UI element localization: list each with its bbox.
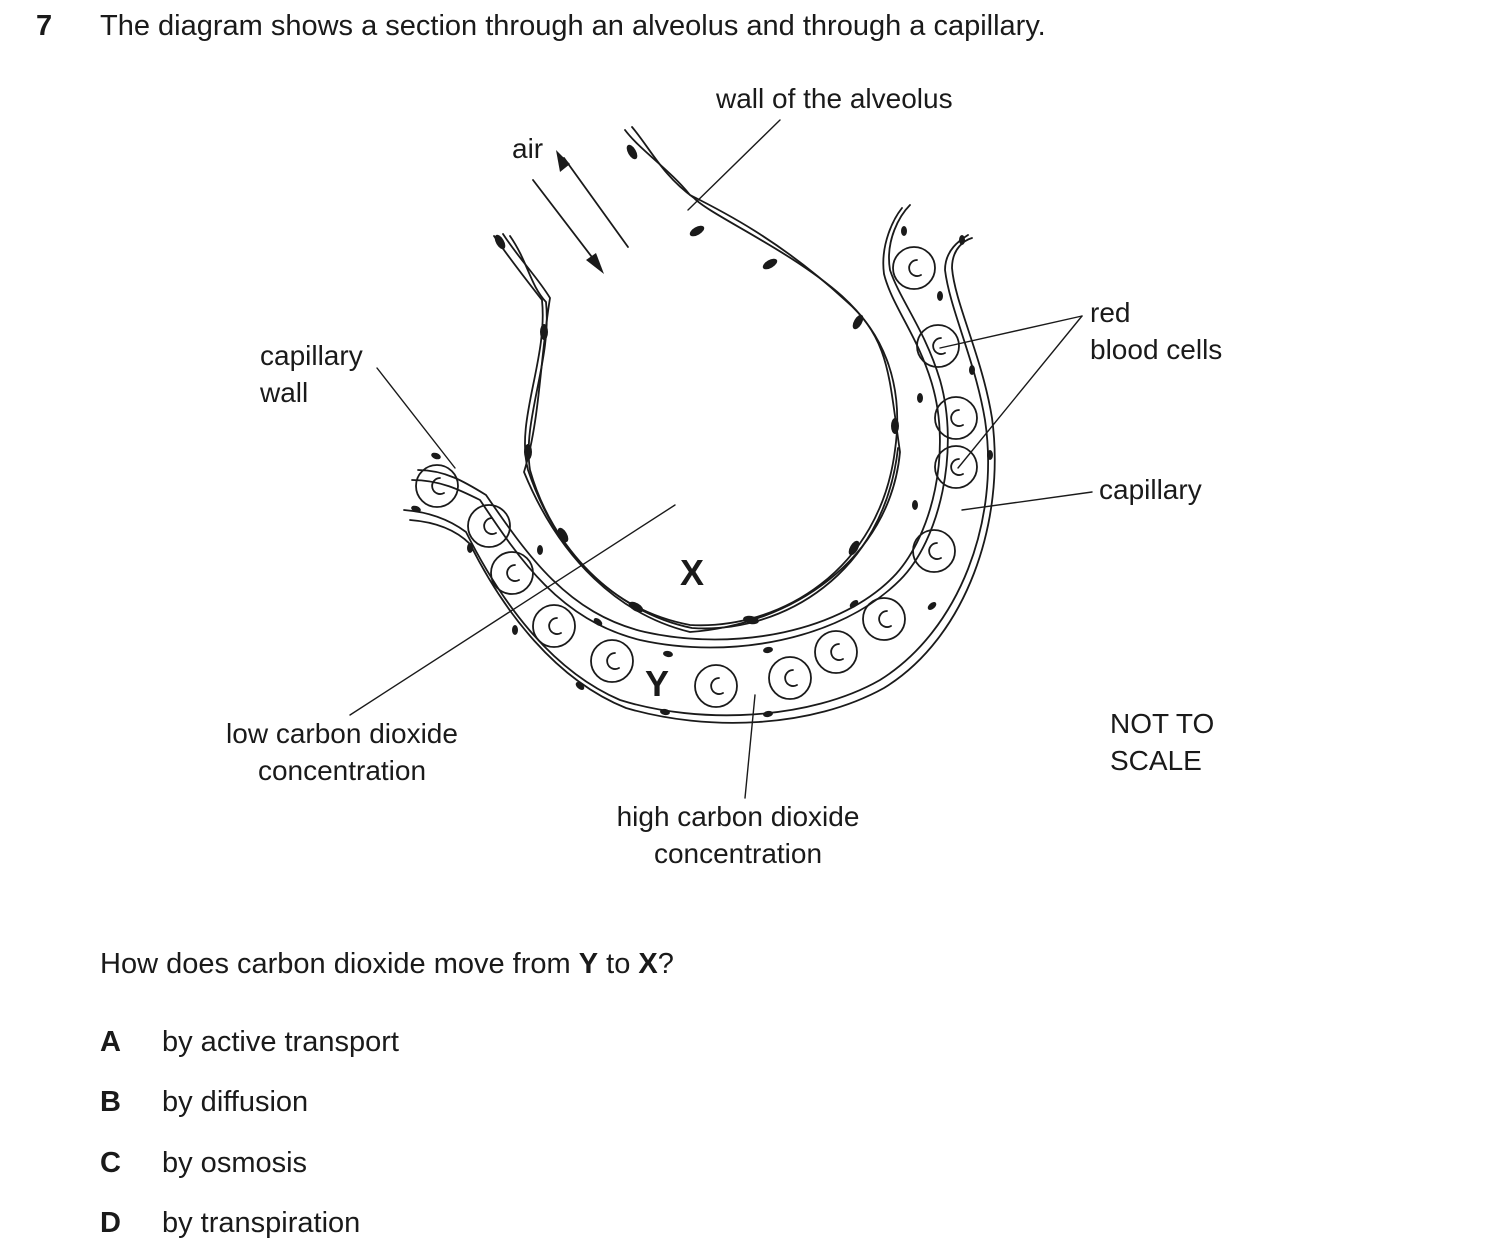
option-b-text: by diffusion [162,1085,309,1118]
question-stem: The diagram shows a section through an a… [100,10,1046,42]
label-red-blood-cells-line2: blood cells [1090,334,1222,365]
arrow-heads [556,150,604,274]
option-d-letter: D [100,1206,121,1239]
alveolus-capillary-diagram: air wall of the alveolus capillary wall … [226,83,1222,869]
air-arrows [532,157,629,266]
label-capillary-wall-line2: wall [259,377,308,408]
label-red-blood-cells-line1: red [1090,297,1130,328]
label-high-co2-line1: high carbon dioxide [617,801,860,832]
prompt-y: Y [578,948,599,980]
prompt-x: X [638,948,658,980]
prompt-text-start: How does carbon dioxide move from [100,948,579,980]
option-c-letter: C [100,1146,121,1179]
option-a[interactable]: A by active transport [100,1022,399,1062]
label-y: Y [645,663,669,704]
label-not-to-scale-line2: SCALE [1110,745,1202,776]
red-blood-cells [415,246,978,708]
label-air: air [512,133,543,164]
option-c-text: by osmosis [162,1146,308,1179]
capillary-outer-wall [403,234,996,724]
label-leader-lines [349,119,1093,799]
option-b[interactable]: B by diffusion [100,1082,308,1122]
prompt-text-end: ? [657,948,674,980]
label-capillary: capillary [1099,474,1202,505]
question-prompt: How does carbon dioxide move from Y to X… [100,948,674,981]
option-d[interactable]: D by transpiration [100,1203,360,1243]
label-x: X [680,552,704,593]
cell-nuclei [411,144,993,718]
label-high-co2-line2: concentration [654,838,822,869]
option-a-letter: A [100,1025,121,1058]
label-wall-of-alveolus: wall of the alveolus [715,83,953,114]
option-c[interactable]: C by osmosis [100,1143,307,1183]
prompt-text-middle: to [598,948,639,980]
option-a-text: by active transport [162,1025,399,1058]
label-low-co2-line1: low carbon dioxide [226,718,458,749]
label-not-to-scale-line1: NOT TO [1110,708,1214,739]
label-low-co2-line2: concentration [258,755,426,786]
option-d-text: by transpiration [162,1206,361,1239]
question-number: 7 [36,10,53,42]
label-capillary-wall-line1: capillary [260,340,363,371]
option-b-letter: B [100,1085,121,1118]
